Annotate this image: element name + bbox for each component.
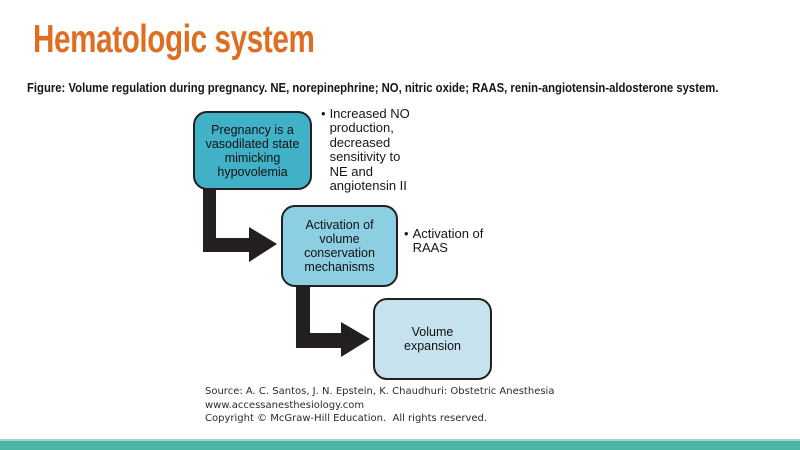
slide-title: Hematologic system bbox=[33, 18, 315, 61]
arrow-box2-to-box3-head-icon bbox=[341, 322, 370, 357]
arrow-box1-to-box2-horizontal bbox=[203, 238, 249, 252]
note-text: Activation of RAAS bbox=[412, 226, 484, 256]
flow-box-label: Pregnancy is a vasodilated state mimicki… bbox=[205, 122, 300, 179]
bullet-icon: • bbox=[321, 106, 326, 121]
flow-box-volume-conservation: Activation of volume conservation mechan… bbox=[281, 205, 398, 287]
source-attribution: Source: A. C. Santos, J. N. Epstein, K. … bbox=[205, 385, 554, 426]
figure-caption: Figure: Volume regulation during pregnan… bbox=[27, 80, 719, 95]
flow-box-label: Activation of volume conservation mechan… bbox=[304, 218, 375, 274]
note-increased-no: • Increased NO production, decreased sen… bbox=[321, 106, 410, 194]
source-line: www.accessanesthesiology.com bbox=[205, 399, 365, 411]
flow-box-pregnancy-vasodilated: Pregnancy is a vasodilated state mimicki… bbox=[193, 111, 312, 190]
source-line: Copyright © McGraw-Hill Education. All r… bbox=[205, 413, 488, 425]
bullet-icon: • bbox=[404, 226, 409, 241]
footer-accent-bar bbox=[0, 439, 800, 450]
note-raas-activation: • Activation of RAAS bbox=[404, 226, 484, 256]
note-text: Increased NO production, decreased sensi… bbox=[329, 106, 410, 194]
flow-box-label: Volume expansion bbox=[404, 325, 461, 353]
arrow-box2-to-box3-vertical bbox=[296, 285, 310, 348]
arrow-box1-to-box2-head-icon bbox=[249, 227, 277, 262]
source-line: Source: A. C. Santos, J. N. Epstein, K. … bbox=[205, 386, 555, 397]
arrow-box1-to-box2-vertical bbox=[203, 189, 216, 252]
arrow-box2-to-box3-horizontal bbox=[296, 333, 341, 348]
flow-box-volume-expansion: Volume expansion bbox=[373, 298, 492, 380]
